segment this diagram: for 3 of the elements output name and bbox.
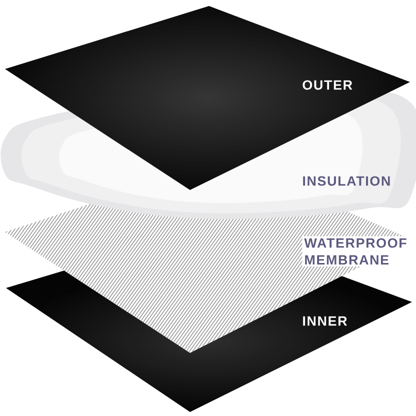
fabric-layer: INNER xyxy=(303,316,347,326)
fabric-layer: OUTER xyxy=(302,80,352,90)
node-label: WATERPROOF MEMBRANE xyxy=(304,238,406,265)
